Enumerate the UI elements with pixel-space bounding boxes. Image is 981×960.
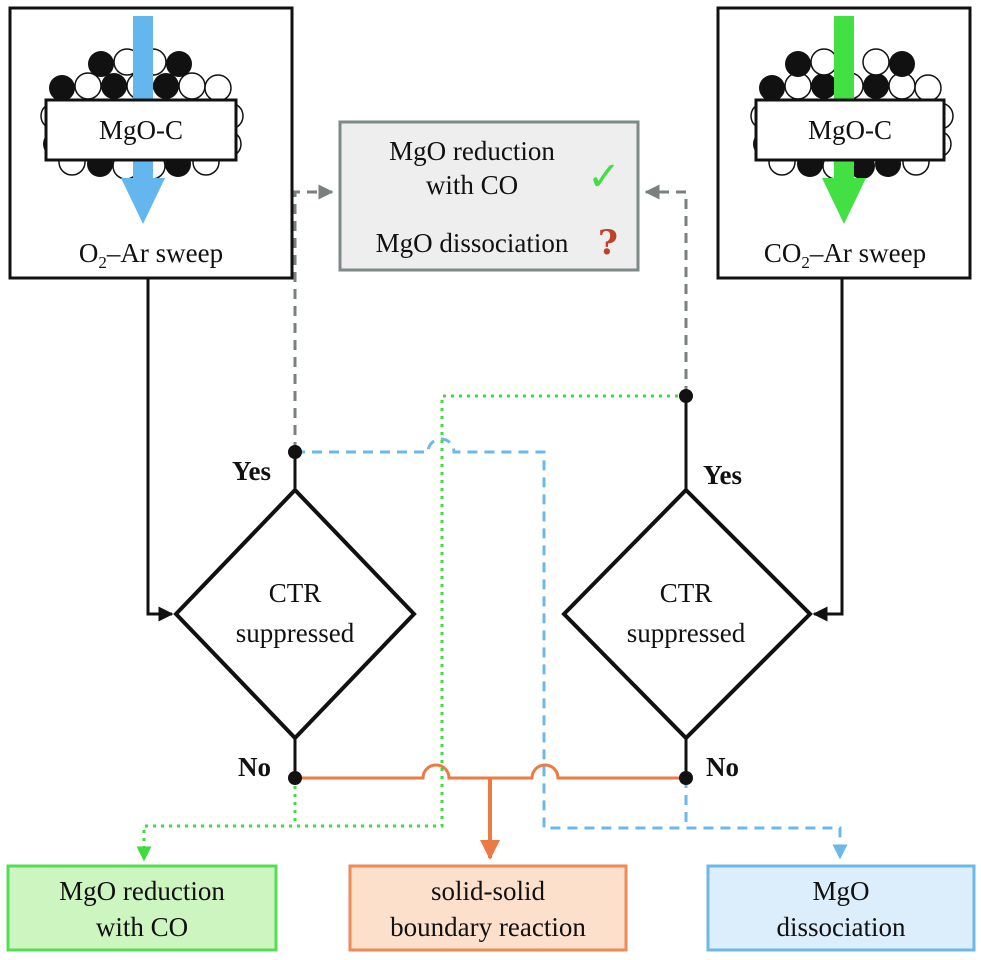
top-result-line2: with CO xyxy=(426,170,518,200)
left-sweep-label: O2–Ar sweep xyxy=(79,238,223,272)
outcome-boundary-line1: solid-solid xyxy=(431,876,546,906)
right-sample-label-box xyxy=(754,98,946,162)
left-yes-dot xyxy=(288,445,302,459)
left-sample-label: MgO-C xyxy=(99,115,183,145)
outcome-reduction-line2: with CO xyxy=(96,912,188,942)
orange-no-connector xyxy=(295,763,686,780)
right-decision-line2: suppressed xyxy=(627,618,746,648)
outcome-reduction-line1: MgO reduction xyxy=(59,876,225,906)
black-connectors xyxy=(146,278,844,778)
right-sweep-label: CO2–Ar sweep xyxy=(764,238,926,272)
left-input-to-diamond xyxy=(146,278,174,622)
right-yes-label: Yes xyxy=(703,460,742,490)
outcome-reduction-box: MgO reduction with CO xyxy=(6,864,278,952)
top-result-box: MgO reduction with CO ✓ MgO dissociation… xyxy=(338,120,640,272)
check-mark-icon: ✓ xyxy=(587,154,621,200)
right-no-label: No xyxy=(706,752,739,782)
right-yes-to-top-box xyxy=(644,184,688,396)
left-sample-label-box xyxy=(44,98,238,162)
left-decision-line2: suppressed xyxy=(236,618,355,648)
left-yes-to-top-box xyxy=(293,184,334,452)
left-yes-label: Yes xyxy=(232,456,271,486)
outcome-boundary-line2: boundary reaction xyxy=(390,912,586,942)
gray-dashed-connectors xyxy=(293,184,688,452)
right-yes-dot xyxy=(679,389,693,403)
right-decision-line1: CTR xyxy=(660,578,713,608)
outcome-dissociation-box: MgO dissociation xyxy=(706,864,976,952)
outcome-dissociation-line1: MgO xyxy=(812,876,869,906)
left-input-box: MgO-C O2–Ar sweep xyxy=(8,6,294,280)
outcome-dissociation-line2: dissociation xyxy=(777,912,906,942)
outcome-boundary-box: solid-solid boundary reaction xyxy=(348,864,628,952)
top-result-line1: MgO reduction xyxy=(389,136,555,166)
right-sample-label: MgO-C xyxy=(808,115,892,145)
question-mark-icon: ? xyxy=(598,223,618,263)
left-decision-line1: CTR xyxy=(269,578,322,608)
right-input-to-diamond xyxy=(812,278,844,622)
left-no-dot xyxy=(288,771,302,785)
right-no-dot xyxy=(679,771,693,785)
left-decision-diamond: CTR suppressed xyxy=(173,487,417,741)
right-input-box: MgO-C CO2–Ar sweep xyxy=(716,6,972,280)
top-result-line3: MgO dissociation xyxy=(376,228,569,258)
left-no-label: No xyxy=(238,752,271,782)
right-particle-cluster xyxy=(750,48,954,180)
junction-dots xyxy=(288,389,693,785)
blue-dashed-connector xyxy=(295,437,848,860)
right-decision-diamond: CTR suppressed xyxy=(561,487,813,741)
green-dotted-connector xyxy=(136,394,686,862)
